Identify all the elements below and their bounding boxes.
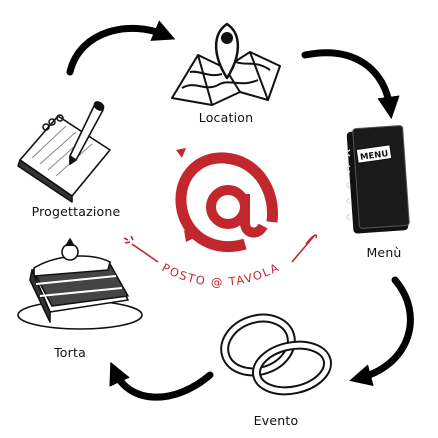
- knife-icon: [291, 234, 318, 263]
- logo-wordmark: POSTO @ TAVOLA: [160, 260, 282, 289]
- node-label-progettazione: Progettazione: [31, 204, 121, 219]
- svg-text:MENU: MENU: [360, 149, 389, 163]
- at-symbol-mark: [175, 148, 278, 253]
- arrow-location-to-menu: [301, 49, 400, 120]
- arrow-evento-to-torta: [109, 361, 214, 401]
- node-label-evento: Evento: [253, 413, 299, 428]
- arrow-progettazione-to-location: [66, 20, 176, 76]
- arrow-menu-to-evento: [349, 276, 414, 387]
- fork-icon: [123, 235, 159, 263]
- node-label-location: Location: [198, 110, 254, 125]
- node-label-menu: Menù: [366, 245, 402, 260]
- node-label-torta: Torta: [54, 345, 86, 360]
